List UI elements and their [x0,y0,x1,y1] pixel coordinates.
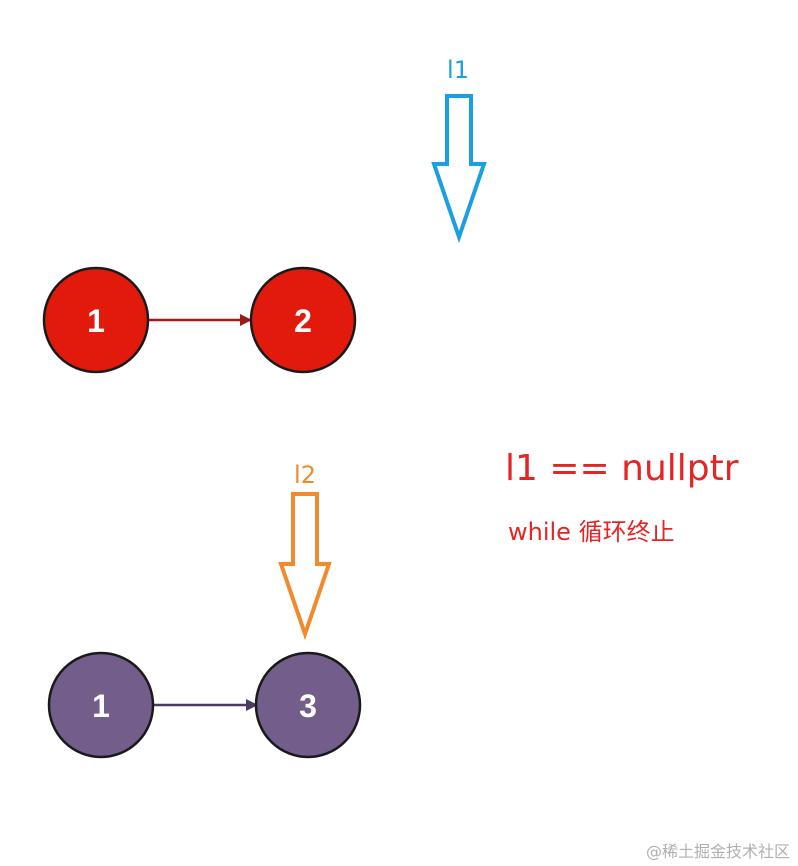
pointer-l2: l2 [278,461,332,641]
pointer-l2-label: l2 [294,461,316,489]
pointer-l2-arrow [278,492,332,641]
condition-expression: l1 == nullptr [505,448,739,489]
pointer-l1-label: l1 [447,56,469,84]
list-1: 1 2 [42,266,357,374]
condition-note: while 循环终止 [508,518,675,546]
watermark: @稀土掘金技术社区 [646,842,790,861]
pointer-l1: l1 [431,56,487,244]
list-1-node-2-label: 2 [294,303,312,339]
list-2-node-1: 1 [47,651,155,759]
list-1-node-2: 2 [249,266,357,374]
list-2-node-2: 3 [254,651,362,759]
list-2: 1 3 [47,651,362,759]
list-1-node-1-label: 1 [87,303,105,339]
list-2-node-2-label: 3 [299,688,317,724]
list-2-node-1-label: 1 [92,688,110,724]
list-1-node-1: 1 [42,266,150,374]
pointer-l1-arrow [431,94,487,244]
